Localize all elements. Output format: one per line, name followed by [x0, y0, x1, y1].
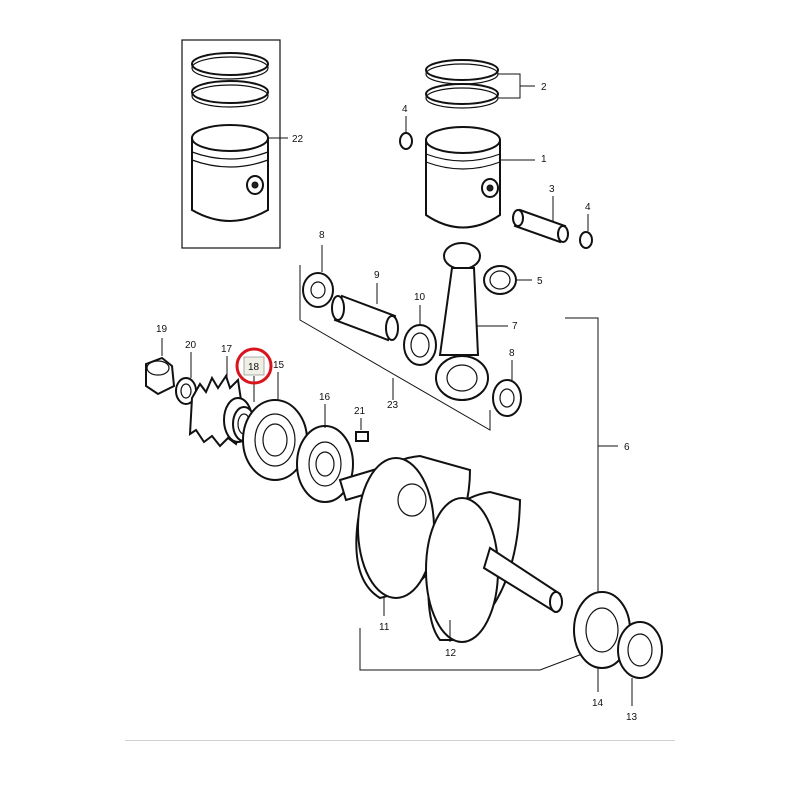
callout-15: 15	[273, 360, 285, 371]
key-21	[355, 418, 369, 442]
callout-8a: 8	[319, 230, 325, 241]
small-end-bearing	[483, 265, 532, 295]
connecting-rod	[435, 242, 508, 401]
callout-18: 18	[248, 362, 260, 373]
callout-22: 22	[292, 134, 304, 145]
piston-pin	[512, 196, 569, 244]
callout-17: 17	[221, 344, 233, 355]
callout-10: 10	[414, 292, 426, 303]
circlips	[399, 116, 593, 249]
crankshaft-assembly-bracket	[359, 317, 618, 671]
crankshaft	[338, 454, 563, 643]
callout-3: 3	[549, 184, 555, 195]
callout-14: 14	[592, 698, 604, 709]
piston-rings	[425, 59, 535, 109]
callout-4a: 4	[402, 104, 408, 115]
callout-11: 11	[379, 622, 390, 633]
callout-13: 13	[626, 712, 638, 723]
callout-7: 7	[512, 321, 518, 332]
crank-pin-parts	[302, 245, 522, 417]
piston	[425, 126, 535, 229]
callout-16: 16	[319, 392, 331, 403]
left-shaft-parts	[145, 338, 256, 448]
bottom-divider	[125, 740, 675, 741]
callout-12: 12	[445, 648, 457, 659]
callout-19: 19	[156, 324, 168, 335]
parts-23-bracket	[299, 265, 491, 431]
callout-6: 6	[624, 442, 630, 453]
callout-1: 1	[541, 154, 547, 165]
callout-labels: 1 2 3 4 4 5 6 7 8 8 9 10 11 12 13 14 15 …	[156, 82, 638, 723]
callout-4b: 4	[585, 202, 591, 213]
callout-8b: 8	[509, 348, 515, 359]
bearing-16	[296, 404, 354, 503]
callout-20: 20	[185, 340, 197, 351]
highlight-part-18: 18	[235, 347, 273, 385]
right-bearing-seal	[573, 591, 663, 706]
alternate-piston-box	[181, 39, 288, 249]
callout-9: 9	[374, 270, 380, 281]
callout-21: 21	[354, 406, 366, 417]
callout-5: 5	[537, 276, 543, 287]
callout-2: 2	[541, 82, 547, 93]
callout-23: 23	[387, 400, 399, 411]
